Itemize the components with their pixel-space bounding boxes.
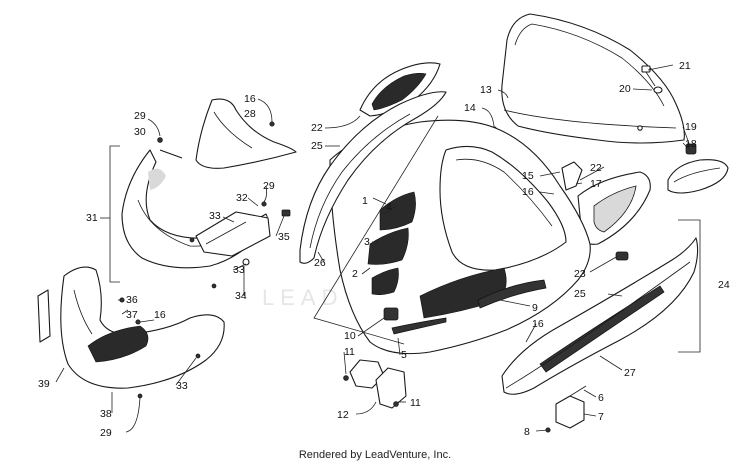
hood-group-line <box>313 115 439 345</box>
callout-16: 16 <box>522 186 534 198</box>
callout-25: 25 <box>311 140 323 152</box>
callout-33: 33 <box>209 210 221 222</box>
right-side-panel <box>501 237 699 395</box>
callout-9: 9 <box>532 302 538 314</box>
callout-26: 26 <box>314 257 326 269</box>
callout-22: 22 <box>311 122 323 134</box>
mirror-mount-19 <box>685 143 697 155</box>
callout-10: 10 <box>344 330 356 342</box>
callout-29: 29 <box>100 427 112 439</box>
callout-29: 29 <box>263 180 275 192</box>
callout-31: 31 <box>86 212 98 224</box>
side-trim-strip-left <box>299 91 447 264</box>
callout-19: 19 <box>685 121 697 133</box>
callout-15: 15 <box>522 170 534 182</box>
callout-14: 14 <box>464 102 476 114</box>
callout-23: 23 <box>574 268 586 280</box>
washer-20 <box>653 86 663 94</box>
callout-39: 39 <box>38 378 50 390</box>
hood-mount-bracket <box>343 359 407 409</box>
callout-4: 4 <box>386 201 392 213</box>
callout-6: 6 <box>598 392 604 404</box>
upper-left-cowl <box>195 98 297 169</box>
callout-16: 16 <box>154 309 166 321</box>
callout-38: 38 <box>100 408 112 420</box>
leader-lines <box>55 64 691 433</box>
callout-27: 27 <box>624 367 636 379</box>
group-bracket-31 <box>109 145 120 283</box>
callout-13: 13 <box>480 84 492 96</box>
callout-37: 37 <box>126 309 138 321</box>
callout-12: 12 <box>337 409 349 421</box>
callout-33: 33 <box>176 380 188 392</box>
callout-16: 16 <box>244 93 256 105</box>
callout-34: 34 <box>235 290 247 302</box>
callout-11: 11 <box>344 346 355 358</box>
callout-8: 8 <box>524 426 530 438</box>
mirror-18 <box>667 159 729 194</box>
callout-5: 5 <box>401 349 407 361</box>
callout-3: 3 <box>364 236 370 248</box>
callout-30: 30 <box>134 126 146 138</box>
screw-21 <box>641 65 656 87</box>
callout-18: 18 <box>685 138 697 150</box>
callout-25: 25 <box>574 288 586 300</box>
callout-28: 28 <box>244 108 256 120</box>
callout-33: 33 <box>233 264 245 276</box>
callout-36: 36 <box>126 294 138 306</box>
side-vent-panel <box>577 171 651 245</box>
callout-22: 22 <box>590 162 602 174</box>
group-bracket-24 <box>678 219 701 353</box>
rendered-by-footer: Rendered by LeadVenture, Inc. <box>298 449 452 461</box>
callout-17: 17 <box>590 178 602 190</box>
callout-24: 24 <box>718 279 730 291</box>
callout-35: 35 <box>278 231 290 243</box>
callout-29: 29 <box>134 110 146 122</box>
callout-1: 1 <box>362 195 368 207</box>
lower-bracket-32 <box>189 201 291 289</box>
hood-panel <box>329 119 591 355</box>
callout-16: 16 <box>532 318 544 330</box>
callout-2: 2 <box>352 268 358 280</box>
callout-labels: 16 28 29 30 31 32 29 33 33 34 35 36 37 1… <box>38 60 730 439</box>
windshield <box>491 13 685 144</box>
callout-21: 21 <box>679 60 691 72</box>
callout-7: 7 <box>598 411 604 423</box>
callout-11: 11 <box>410 397 421 409</box>
lower-chin-panel <box>37 266 225 399</box>
callout-20: 20 <box>619 83 631 95</box>
latch-bracket <box>545 385 587 433</box>
callout-32: 32 <box>236 192 248 204</box>
